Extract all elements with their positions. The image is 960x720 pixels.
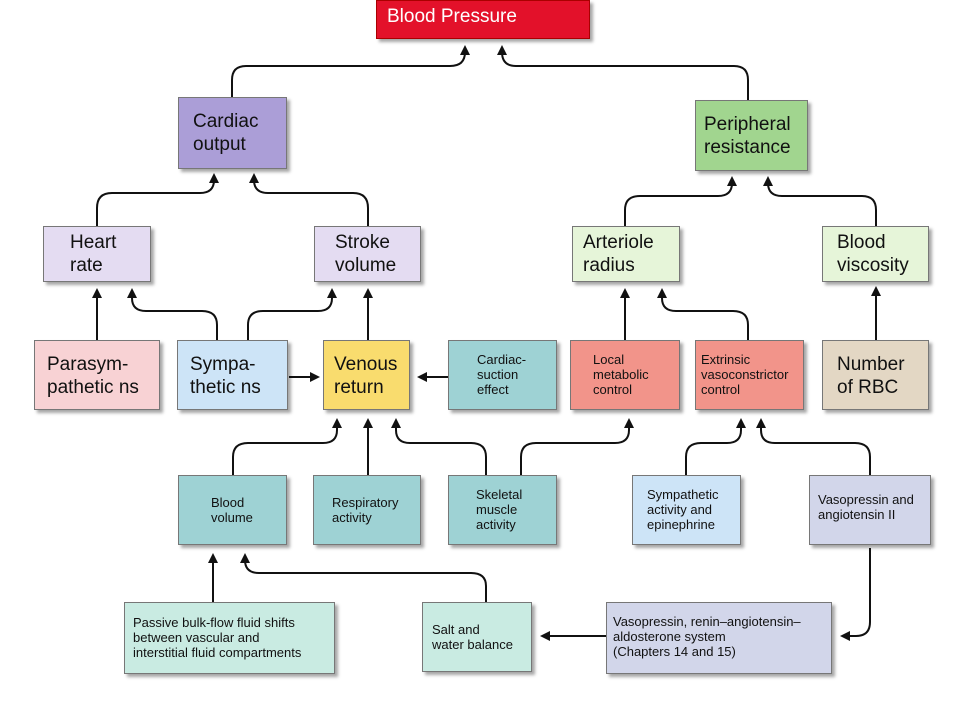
node-salt-water-balance-label: Salt and water balance	[432, 622, 513, 652]
node-stroke-volume-label: Stroke volume	[335, 232, 397, 276]
node-sympathetic-ns-label: Sympa- thetic ns	[190, 354, 261, 398]
node-number-of-rbc-label: Number of RBC	[837, 354, 905, 398]
arrow-bloodvol-to-venous	[232, 418, 342, 475]
node-blood-volume: Blood volume	[178, 475, 287, 545]
node-blood-viscosity-label: Blood viscosity	[837, 232, 909, 276]
node-skeletal-muscle-activity-label: Skeletal muscle activity	[476, 487, 523, 532]
arrow-cardiac-to-bp	[231, 45, 470, 97]
node-extrinsic-vasoconstrictor-control-label: Extrinsic vasoconstrictor control	[701, 352, 789, 397]
arrow-strokevol-to-cardiac	[249, 173, 369, 226]
node-sympathetic-activity-epinephrine: Sympathetic activity and epinephrine	[632, 475, 741, 545]
arrow-viscosity-to-peripheral	[763, 176, 877, 226]
node-parasympathetic-ns: Parasym- pathetic ns	[34, 340, 160, 410]
node-vasopressin-angiotensin-label: Vasopressin and angiotensin II	[818, 492, 914, 522]
node-heart-rate: Heart rate	[43, 226, 151, 282]
node-arteriole-radius: Arteriole radius	[572, 226, 680, 282]
node-arteriole-radius-label: Arteriole radius	[583, 232, 654, 276]
node-cardiac-suction-effect: Cardiac- suction effect	[448, 340, 557, 410]
arrow-skeletal-to-local	[520, 418, 634, 475]
arrow-vasoang-to-extrinsic	[756, 418, 871, 475]
arrow-arteriole-to-peripheral	[624, 176, 737, 226]
node-sympathetic-ns: Sympa- thetic ns	[177, 340, 288, 410]
node-local-metabolic-control-label: Local metabolic control	[593, 352, 649, 397]
node-venous-return: Venous return	[323, 340, 410, 410]
node-number-of-rbc: Number of RBC	[822, 340, 929, 410]
node-raas-system-label: Vasopressin, renin–angiotensin– aldoster…	[613, 614, 801, 659]
node-cardiac-output-label: Cardiac output	[193, 111, 259, 155]
arrow-vasoang-to-raas	[840, 548, 871, 641]
arrow-heartrate-to-cardiac	[96, 173, 219, 226]
node-stroke-volume: Stroke volume	[314, 226, 421, 282]
node-heart-rate-label: Heart rate	[70, 232, 117, 276]
node-venous-return-label: Venous return	[334, 354, 398, 398]
node-vasopressin-angiotensin: Vasopressin and angiotensin II	[809, 475, 931, 545]
node-peripheral-resistance: Peripheral resistance	[695, 100, 808, 171]
node-salt-water-balance: Salt and water balance	[422, 602, 532, 672]
node-cardiac-output: Cardiac output	[178, 97, 287, 169]
arrow-extrinsic-to-arteriole	[657, 288, 749, 340]
node-sympathetic-activity-epinephrine-label: Sympathetic activity and epinephrine	[647, 487, 719, 532]
node-passive-bulk-flow-label: Passive bulk-flow fluid shifts between v…	[133, 615, 302, 660]
node-respiratory-activity-label: Respiratory activity	[332, 495, 399, 525]
arrow-peripheral-to-bp	[497, 45, 749, 100]
node-raas-system: Vasopressin, renin–angiotensin– aldoster…	[606, 602, 832, 674]
node-blood-viscosity: Blood viscosity	[822, 226, 929, 282]
node-extrinsic-vasoconstrictor-control: Extrinsic vasoconstrictor control	[695, 340, 804, 410]
node-cardiac-suction-effect-label: Cardiac- suction effect	[477, 352, 527, 397]
arrow-salt-to-bloodvol	[240, 553, 487, 602]
node-skeletal-muscle-activity: Skeletal muscle activity	[448, 475, 557, 545]
node-passive-bulk-flow: Passive bulk-flow fluid shifts between v…	[124, 602, 335, 674]
node-blood-pressure-label: Blood Pressure	[387, 6, 517, 27]
node-blood-volume-label: Blood volume	[211, 495, 253, 525]
arrow-sympa-to-heartrate	[127, 288, 218, 340]
node-respiratory-activity: Respiratory activity	[313, 475, 421, 545]
arrow-skeletal-to-venous	[391, 418, 487, 475]
node-local-metabolic-control: Local metabolic control	[570, 340, 680, 410]
arrow-sympa-to-strokevol	[247, 288, 337, 340]
node-parasympathetic-ns-label: Parasym- pathetic ns	[47, 354, 139, 398]
node-peripheral-resistance-label: Peripheral resistance	[704, 114, 791, 158]
node-blood-pressure: Blood Pressure	[376, 0, 590, 39]
arrow-symepi-to-extrinsic	[685, 418, 746, 475]
